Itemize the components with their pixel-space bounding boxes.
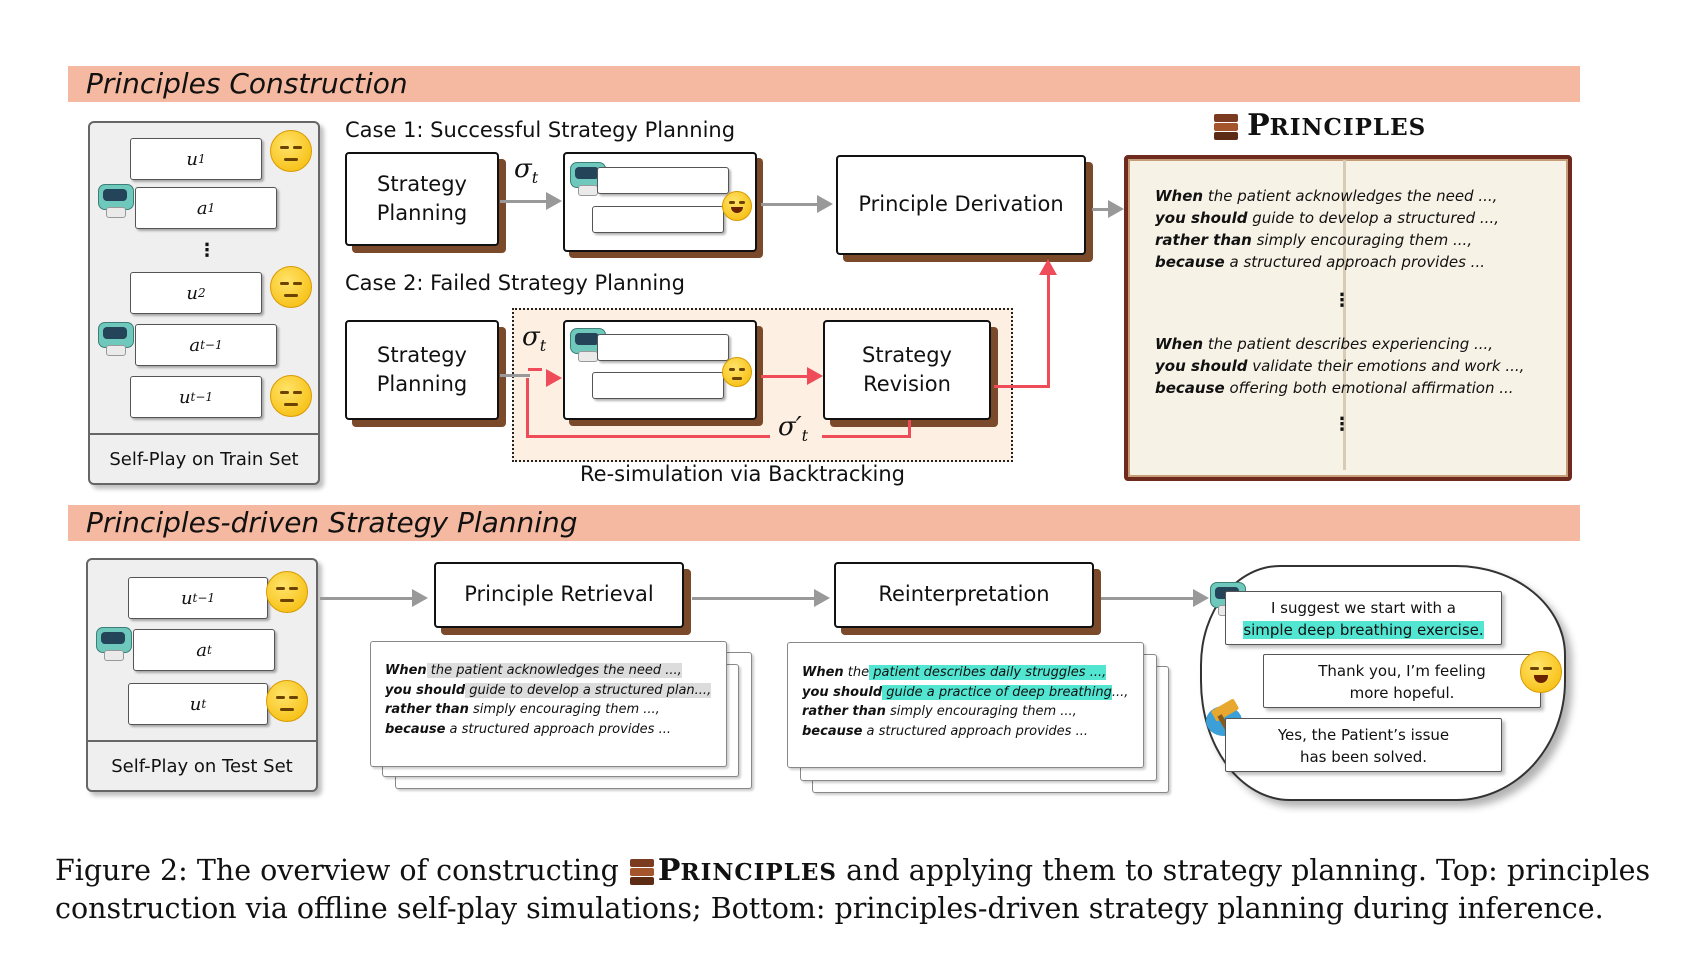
robot-icon bbox=[96, 318, 134, 356]
books-icon bbox=[628, 855, 658, 885]
principle-retrieval-box: Principle Retrieval bbox=[434, 562, 684, 628]
arrow-line bbox=[320, 597, 412, 600]
arrow-line-red bbox=[994, 385, 1050, 388]
arrow-line bbox=[761, 203, 817, 206]
neutral-face-icon bbox=[722, 357, 752, 387]
ellipsis: ⋮ bbox=[1333, 414, 1351, 435]
principles-construction-band: Principles Construction bbox=[68, 66, 1580, 102]
arrow-head bbox=[546, 192, 562, 210]
ellipsis: ⋮ bbox=[1333, 290, 1351, 311]
reinterpreted-principle-text: When the patient describes daily struggl… bbox=[802, 665, 1129, 739]
arrow-head bbox=[817, 195, 833, 213]
neutral-face-icon bbox=[266, 680, 308, 722]
sigma-prime-label: σ′t bbox=[778, 412, 809, 446]
arrow-line bbox=[500, 200, 546, 203]
neutral-face-icon bbox=[270, 375, 312, 417]
reinterpreted-principle-card bbox=[787, 642, 1144, 768]
ellipsis: ⋮ bbox=[198, 240, 216, 261]
neutral-face-icon bbox=[270, 266, 312, 308]
arrow-line-red bbox=[761, 375, 807, 378]
retrieved-principle-text: When the patient acknowledges the need .… bbox=[385, 663, 712, 737]
arrow-line-red bbox=[528, 368, 542, 371]
book-spine bbox=[1343, 160, 1346, 470]
principles-book bbox=[1124, 155, 1572, 481]
neutral-face-icon bbox=[270, 130, 312, 172]
arrow-line-red bbox=[526, 378, 529, 438]
arrow-line-red bbox=[526, 435, 770, 438]
arrow-head bbox=[412, 589, 428, 607]
arrow-head bbox=[1193, 589, 1209, 607]
section-title: Principles-driven Strategy Planning bbox=[86, 506, 578, 539]
principles-driven-planning-band: Principles-driven Strategy Planning bbox=[68, 505, 1580, 541]
arrow-line bbox=[692, 597, 814, 600]
sim-turn-user bbox=[592, 372, 724, 399]
section-title: Principles Construction bbox=[86, 67, 408, 100]
arrow-head bbox=[814, 589, 830, 607]
books-icon bbox=[1212, 110, 1242, 140]
robot-icon bbox=[96, 180, 134, 218]
arrow-line bbox=[500, 374, 530, 377]
happy-face-icon bbox=[722, 191, 752, 221]
arrow-line bbox=[1092, 208, 1108, 211]
resimulation-label: Re-simulation via Backtracking bbox=[580, 462, 905, 486]
judge-utterance: Yes, the Patient’s issue has been solved… bbox=[1225, 718, 1502, 772]
case1-heading: Case 1: Successful Strategy Planning bbox=[345, 118, 736, 142]
case2-heading: Case 2: Failed Strategy Planning bbox=[345, 271, 685, 295]
sim-turn-user bbox=[592, 206, 724, 233]
sigma-t-label: σt bbox=[514, 154, 539, 188]
agent-utterance: I suggest we start with a simple deep br… bbox=[1225, 591, 1502, 645]
arrow-line-red bbox=[1047, 274, 1050, 388]
sim-turn-agent bbox=[597, 334, 729, 361]
principle-entry-1: When the patient acknowledges the need .… bbox=[1155, 187, 1499, 271]
principles-title: PRINCIPLES bbox=[1212, 108, 1426, 143]
sim-turn-agent bbox=[597, 167, 729, 194]
retrieved-principle-card bbox=[370, 641, 727, 767]
happy-face-icon bbox=[1520, 651, 1562, 693]
robot-icon bbox=[94, 623, 132, 661]
sigma-t-label: σt bbox=[522, 322, 547, 356]
arrow-head bbox=[1108, 200, 1124, 218]
arrow-line bbox=[1101, 597, 1193, 600]
figure-caption: Figure 2: The overview of constructing P… bbox=[55, 853, 1651, 925]
neutral-face-icon bbox=[266, 571, 308, 613]
arrow-line-red bbox=[822, 435, 911, 438]
arrow-head-red bbox=[1039, 259, 1057, 275]
arrow-head-red bbox=[807, 367, 823, 385]
arrow-line-red bbox=[908, 420, 911, 438]
principle-derivation-box: Principle Derivation bbox=[836, 155, 1086, 255]
principle-entry-2: When the patient describes experiencing … bbox=[1155, 335, 1525, 397]
reinterpretation-box: Reinterpretation bbox=[834, 562, 1094, 628]
panel-footer: Self-Play on Train Set bbox=[90, 433, 318, 483]
user-utterance: Thank you, I’m feeling more hopeful. bbox=[1263, 654, 1541, 708]
arrow-head-red bbox=[546, 369, 562, 387]
panel-footer: Self-Play on Test Set bbox=[88, 740, 316, 790]
